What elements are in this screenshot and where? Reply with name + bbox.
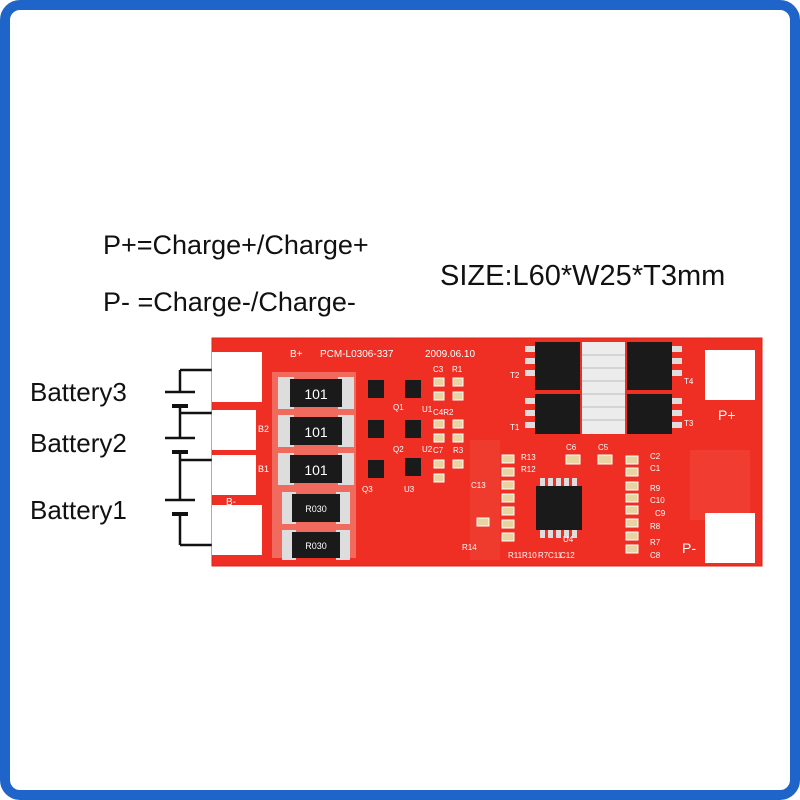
pad-p-minus (705, 513, 755, 563)
pad-label-b2: B2 (258, 424, 269, 434)
pad-label-b-plus: B+ (290, 349, 303, 360)
svg-text:U3: U3 (404, 485, 415, 494)
svg-text:T3: T3 (684, 419, 694, 428)
svg-text:Q2: Q2 (393, 445, 404, 454)
svg-text:C12: C12 (560, 551, 575, 560)
board-date: 2009.06.10 (425, 349, 475, 360)
svg-text:R12: R12 (521, 465, 536, 474)
svg-text:C4R2: C4R2 (433, 408, 454, 417)
svg-text:R7: R7 (538, 551, 549, 560)
svg-text:C2: C2 (650, 452, 661, 461)
svg-text:Q1: Q1 (393, 403, 404, 412)
svg-text:C9: C9 (655, 509, 666, 518)
silkscreen-right: C2 C1 R9 C10 C9 R8 R7 C8 (650, 452, 666, 560)
ic-u4 (536, 478, 582, 538)
resistor-1: 101 (278, 377, 354, 409)
svg-text:U2: U2 (422, 445, 433, 454)
pad-label-b-minus: B- (226, 497, 236, 508)
resistor-5-code: R030 (305, 541, 327, 551)
resistor-1-code: 101 (304, 386, 328, 402)
svg-text:R1: R1 (452, 365, 463, 374)
mosfet-group (525, 342, 682, 434)
svg-text:T1: T1 (510, 423, 520, 432)
silkscreen-middle: R13 R12 C13 R14 R10 R7 C11 C12 R11 (462, 453, 575, 560)
pad-label-p-plus: P+ (718, 407, 736, 423)
svg-text:T2: T2 (510, 371, 520, 380)
silkscreen-u4: U4 (563, 535, 574, 544)
middle-smd-column (476, 454, 515, 542)
board-model: PCM-L0306-337 (320, 349, 394, 360)
pad-b1 (212, 455, 256, 495)
formula-positive-label: P+=Charge+/Charge+ (103, 230, 369, 260)
svg-text:C7: C7 (433, 446, 444, 455)
pad-b2 (212, 410, 256, 450)
svg-text:Q3: Q3 (362, 485, 373, 494)
svg-text:C6: C6 (566, 443, 577, 452)
svg-text:C1: C1 (650, 464, 661, 473)
svg-text:R10: R10 (522, 551, 537, 560)
silkscreen-mosfets: T2 T1 T4 T3 C6 C5 (510, 371, 694, 452)
battery3-label: Battery3 (30, 377, 127, 407)
svg-text:U1: U1 (422, 405, 433, 414)
pcb-board: B+ B2 B1 B- P+ P- PCM-L0306-337 2009.06.… (211, 337, 763, 567)
pad-b-plus (212, 352, 262, 402)
resistor-2-code: 101 (304, 424, 328, 440)
pad-label-p-minus: P- (682, 540, 696, 556)
svg-text:R8: R8 (650, 522, 661, 531)
resistor-3: 101 (278, 453, 354, 485)
svg-text:T4: T4 (684, 377, 694, 386)
formula-negative-label: P- =Charge-/Charge- (103, 287, 356, 317)
resistor-2: 101 (278, 415, 354, 447)
resistor-5: R030 (282, 530, 350, 560)
svg-text:C5: C5 (598, 443, 609, 452)
svg-text:C13: C13 (471, 481, 486, 490)
svg-text:R13: R13 (521, 453, 536, 462)
battery-symbols (165, 390, 195, 516)
small-transistors (368, 380, 421, 478)
resistor-4: R030 (282, 492, 350, 524)
small-capacitors (433, 377, 464, 483)
battery1-label: Battery1 (30, 495, 127, 525)
svg-text:R9: R9 (650, 484, 661, 493)
battery-wiring (178, 368, 215, 547)
right-smd-column (625, 455, 639, 554)
svg-text:R3: R3 (453, 446, 464, 455)
pad-p-plus (705, 350, 755, 400)
pad-label-b1: B1 (258, 464, 269, 474)
size-label: SIZE:L60*W25*T3mm (440, 260, 726, 292)
silkscreen-left: Q1 U1 Q2 U2 Q3 U3 C3 R1 C4R2 C7 R3 (362, 365, 464, 494)
svg-text:R14: R14 (462, 543, 477, 552)
resistor-4-code: R030 (305, 504, 327, 514)
battery2-label: Battery2 (30, 428, 127, 458)
svg-text:C11: C11 (548, 551, 563, 560)
svg-text:C3: C3 (433, 365, 444, 374)
svg-text:C10: C10 (650, 496, 665, 505)
resistor-3-code: 101 (304, 462, 328, 478)
svg-text:R11: R11 (508, 551, 523, 560)
svg-text:C8: C8 (650, 551, 661, 560)
svg-text:R7: R7 (650, 538, 661, 547)
pad-b-minus (212, 505, 262, 555)
